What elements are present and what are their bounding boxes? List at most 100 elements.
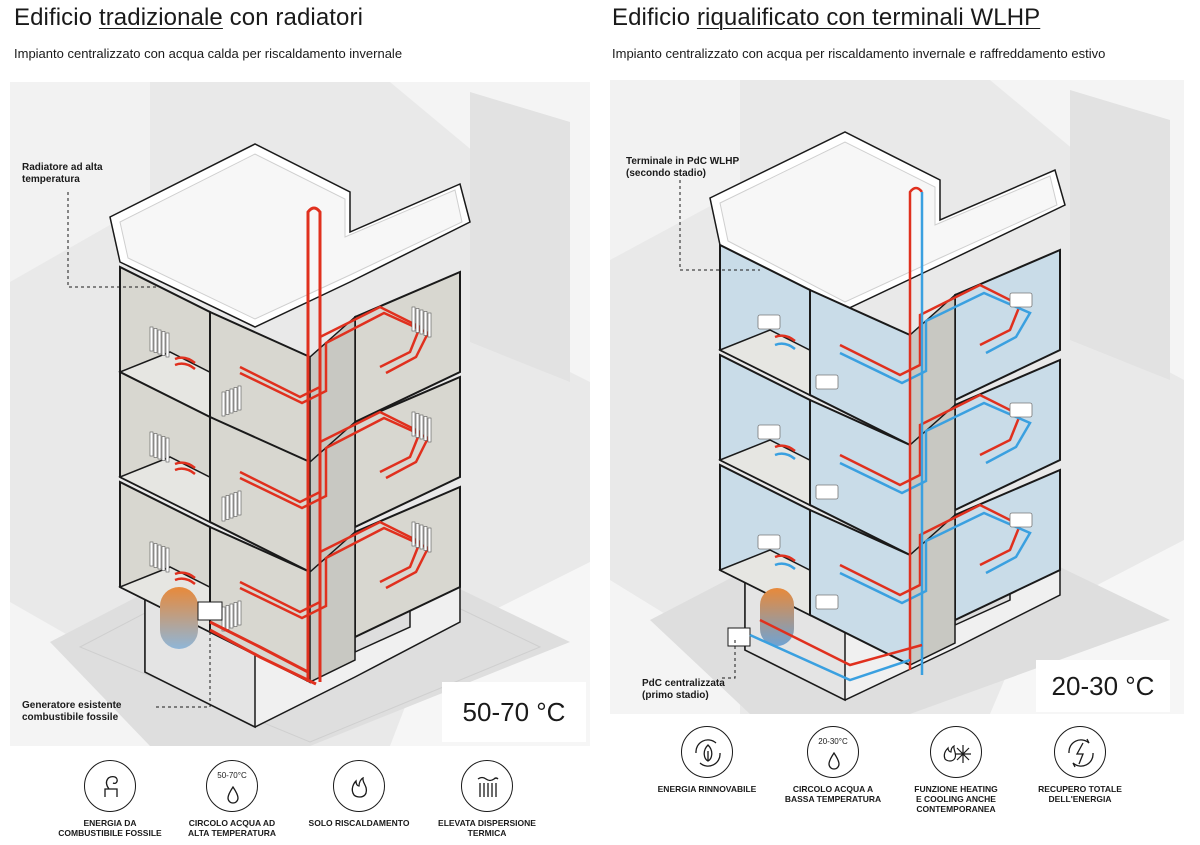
- radiator-fin: [423, 526, 428, 551]
- hot-water-pipe: [174, 410, 422, 504]
- radiator-fin: [157, 544, 162, 570]
- radiator-fin: [225, 605, 230, 630]
- radiator-fin: [415, 308, 420, 333]
- floor-level: [118, 370, 461, 574]
- water-drop-icon: 50-70°C: [206, 760, 258, 812]
- radiator-fin: [221, 496, 226, 522]
- radiator-fin: [221, 391, 226, 417]
- cold-water-pipe: [774, 291, 1032, 385]
- hot-water-pipe: [174, 305, 422, 399]
- radiator-fin: [237, 490, 242, 516]
- floor-slabs: [118, 265, 461, 684]
- retrofit-title: Edificio riqualificato con terminali WLH…: [612, 4, 1041, 31]
- radiator-fin: [165, 547, 170, 573]
- wlhp-terminal: [1009, 512, 1033, 528]
- wlhp-terminal: [815, 594, 839, 610]
- radiator-fin: [165, 332, 170, 358]
- radiator-fin: [411, 411, 416, 437]
- flame-icon: [333, 760, 385, 812]
- radiator-fin: [237, 600, 242, 626]
- radiator-fin: [229, 388, 234, 414]
- floor-level: [118, 265, 461, 469]
- temperature-badge: 20-30 °C: [1036, 660, 1170, 712]
- radiator-fin: [149, 431, 154, 457]
- energy-recovery-icon: [1054, 726, 1106, 778]
- floor-level: [718, 353, 1061, 557]
- radiator-fin: [153, 433, 158, 458]
- hot-water-pipe: [774, 503, 1022, 597]
- radiator-fin: [165, 437, 170, 463]
- hot-water-pipe: [174, 520, 422, 614]
- central-heat-pump-callout: PdC centralizzata(primo stadio): [642, 678, 725, 701]
- radiator-fin: [153, 543, 158, 568]
- retrofit-building-drawing: [610, 80, 1184, 714]
- fossil-fuel-icon: [84, 760, 136, 812]
- hot-water-pipe: [774, 393, 1022, 487]
- traditional-title: Edificio tradizionale con radiatori: [14, 4, 364, 31]
- radiator-fin: [157, 329, 162, 355]
- radiator-fin: [419, 414, 424, 440]
- radiator-fin: [153, 328, 158, 353]
- wlhp-terminal: [1009, 402, 1033, 418]
- hot-water-pipe: [774, 283, 1022, 377]
- wlhp-terminal: [815, 374, 839, 390]
- renewable-leaf-icon: [681, 726, 733, 778]
- cold-water-pipe: [774, 511, 1032, 605]
- return-water-pipe: [174, 311, 430, 405]
- wlhp-terminal: [815, 484, 839, 500]
- wlhp-terminal: [1009, 292, 1033, 308]
- temperature-badge: 50-70 °C: [442, 682, 586, 742]
- radiator-fin: [427, 417, 432, 443]
- radiator-heat-icon: [461, 760, 513, 812]
- radiator-fin: [225, 495, 230, 520]
- radiator-fin: [427, 312, 432, 338]
- retrofit-subtitle: Impianto centralizzato con acqua per ris…: [612, 46, 1106, 61]
- radiator-fin: [233, 492, 238, 517]
- radiator-fin: [229, 603, 234, 629]
- traditional-building-drawing: [10, 82, 590, 746]
- radiator-fin: [161, 436, 166, 461]
- floor-level: [718, 463, 1061, 667]
- radiator-fin: [149, 326, 154, 352]
- radiator-fin: [229, 493, 234, 519]
- radiator-fin: [225, 390, 230, 415]
- radiator-fin: [161, 331, 166, 356]
- radiator-fin: [419, 309, 424, 335]
- radiator-fin: [415, 413, 420, 438]
- radiator-fin: [427, 527, 432, 553]
- retrofit-building-illustration: Terminale in PdC WLHP(secondo stadio) Pd…: [610, 80, 1184, 714]
- wlhp-terminal: [757, 314, 781, 330]
- radiator-fin: [149, 541, 154, 567]
- radiator-fin: [423, 311, 428, 336]
- return-water-pipe: [174, 526, 430, 620]
- radiator-fin: [157, 434, 162, 460]
- radiator-fin: [415, 523, 420, 548]
- water-drop-icon: 20-30°C: [807, 726, 859, 778]
- radiator-fin: [411, 306, 416, 332]
- icon-item-renewable: ENERGIA RINNOVABILE: [642, 726, 772, 794]
- cold-water-pipe: [774, 401, 1032, 495]
- wlhp-terminal: [757, 424, 781, 440]
- traditional-building-panel: Edificio tradizionale con radiatori Impi…: [10, 4, 590, 838]
- radiator-fin: [233, 387, 238, 412]
- traditional-subtitle: Impianto centralizzato con acqua calda p…: [14, 46, 403, 61]
- radiator-fin: [237, 385, 242, 411]
- radiator-fin: [423, 416, 428, 441]
- icon-item-heating-only: SOLO RISCALDAMENTO: [294, 760, 424, 828]
- flame-snowflake-icon: [930, 726, 982, 778]
- radiator-fin: [419, 524, 424, 550]
- return-water-pipe: [174, 416, 430, 510]
- retrofit-building-panel: Edificio riqualificato con terminali WLH…: [600, 0, 1200, 845]
- radiator-fin: [161, 546, 166, 571]
- radiator-fin: [233, 602, 238, 627]
- radiator-fin: [411, 521, 416, 547]
